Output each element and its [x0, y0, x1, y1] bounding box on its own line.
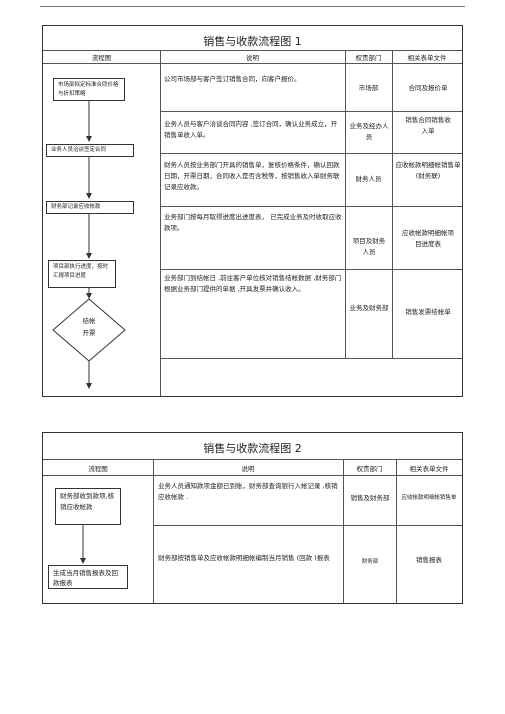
row-sep-1 [160, 111, 462, 112]
row-3-form: 应收帐款明细帐销售单 (财务联) [395, 161, 461, 180]
col2-line-2 [343, 459, 344, 603]
header-dept: 权责部门 [355, 54, 382, 62]
row2-1-dept: 销售及财务部 [350, 494, 390, 502]
col-line-1 [160, 50, 161, 396]
row-4-desc: 业务部门按每月取得进度出进度表， 已完成业务及时收取应收款项。 [164, 213, 342, 232]
row-sep-2 [160, 153, 462, 154]
row-2-dept: 业务及经办人员 [349, 122, 389, 141]
row2-2-dept: 财务部 [361, 559, 379, 565]
header2-flow: 流程图 [88, 465, 108, 473]
row-2-desc: 业务人员与客户洽谈合同内容 ,签订合同，确认业务成立，开销售单收入单。 [164, 120, 338, 139]
row-2-form: 销售合同销售收入单 [405, 116, 451, 135]
decision-label-settle: 结帐 [82, 317, 96, 325]
header-divider [43, 63, 462, 64]
header2-dept: 权责部门 [356, 465, 383, 473]
flow-step-report: 生成当月销售报表及回款报表 [48, 565, 128, 589]
top-rule [40, 6, 465, 7]
row-5-desc: 业务部门到结帐日 ,前往客户单位核对销售结帐数据 ,财务部门根据业务部门提供的单… [164, 274, 342, 293]
col2-line-3 [396, 459, 397, 603]
row2-1-desc: 业务人员通知款项金额已到账，财务部查询银行入帐记录 ,核销应收帐款 . [158, 482, 338, 501]
flow-arrows-2 [80, 525, 86, 564]
flow-step-pricing: 市场部拟定标准合同价格与折扣策略 [53, 78, 125, 101]
flow-step-collect: 财务部收到款项,核销应收帐款 [55, 488, 121, 525]
row-sep-3 [160, 206, 462, 207]
row2-2-desc: 财务部按销售单及应收帐款明细帐编制当月销售 (回款 )报表 [158, 554, 330, 562]
row-sep-5 [160, 358, 462, 359]
row-1-dept: 市场部 [358, 84, 379, 92]
flowchart-2: 销售与收款流程图 2 流程图 说明 权责部门 相关表单文件 财务部收到款项,核销… [42, 432, 463, 604]
col-line-2 [345, 50, 346, 358]
row-5-form: 销售发票结帐单 [405, 308, 451, 316]
flow-step-progress: 项目部执行进度，按时汇报项目进度 [48, 260, 116, 288]
flowchart-1: 销售与收款流程图 1 流程图 说明 权责部门 相关表单文件 市场部拟定标准合同价… [42, 25, 463, 397]
title-divider [43, 50, 462, 51]
header-desc: 说明 [246, 54, 259, 62]
row-4-form: 应收帐款明细帐项目进度表 [402, 229, 454, 248]
row-5-dept: 业务及财务部 [349, 304, 389, 312]
flow-step-receivable: 财务部记录应收帐款 [46, 201, 134, 214]
row-4-dept: 项目及财务人员 [352, 237, 386, 256]
row2-1-form: 应收帐款明细帐销售单 [401, 495, 457, 501]
row2-sep-1 [153, 525, 462, 526]
row2-2-form: 销售报表 [416, 556, 442, 564]
header-divider-2 [43, 475, 462, 476]
row-3-desc: 财务人员按业务部门开具的销售单，复核价格条件，确认回款日期，开票日期，合同收入是… [164, 161, 340, 191]
flowchart-1-title: 销售与收款流程图 1 [203, 35, 302, 48]
flow-step-contract: 业务人员洽谈签定合同 [46, 144, 134, 157]
flowchart-2-title: 销售与收款流程图 2 [203, 442, 302, 455]
row-3-dept: 财务人员 [355, 175, 382, 183]
title-divider-2 [43, 459, 462, 460]
header2-desc: 说明 [241, 465, 255, 473]
header-forms: 相关表单文件 [407, 54, 447, 62]
flow-arrows-1 [52, 101, 126, 389]
header-flow: 流程图 [91, 54, 112, 62]
header2-forms: 相关表单文件 [409, 465, 449, 473]
row-1-desc: 公司市场部与客户签订销售合同，向客户报价。 [164, 75, 301, 83]
row-1-form: 合同及报价单 [408, 84, 448, 92]
col-line-3 [392, 50, 393, 358]
col2-line-1 [153, 459, 154, 603]
row-sep-4 [160, 269, 462, 270]
decision-label-invoice: 开票 [82, 329, 96, 337]
